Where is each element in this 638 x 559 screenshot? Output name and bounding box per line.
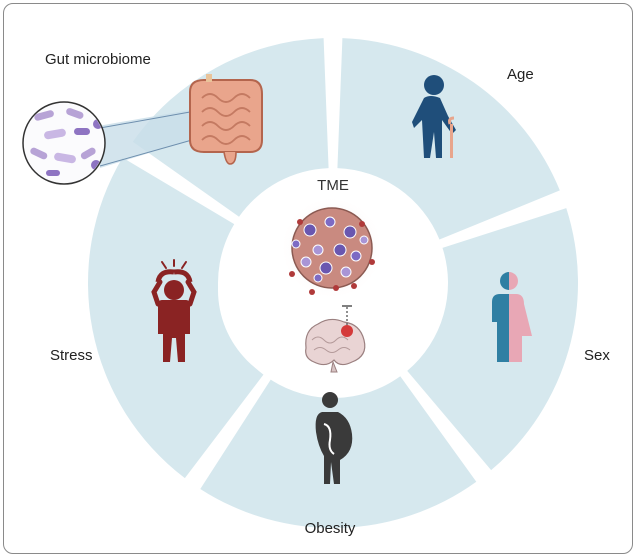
elderly-person-icon xyxy=(412,75,456,158)
ring-segment-sex xyxy=(407,208,579,471)
tumor-cell xyxy=(291,239,301,249)
tumor-cell xyxy=(359,235,369,245)
factor-label-sex: Sex xyxy=(584,347,610,364)
factor-label-age: Age xyxy=(507,66,534,83)
tumor-cell xyxy=(313,273,323,283)
stressed-person-icon xyxy=(151,259,197,362)
male-female-icon xyxy=(492,272,532,362)
tumor-cell xyxy=(333,243,347,257)
factor-label-stress: Stress xyxy=(50,347,93,364)
tumor-cell xyxy=(343,225,357,239)
brain-icon xyxy=(305,305,366,373)
center-label: TME xyxy=(317,177,349,194)
tumor-cell xyxy=(350,250,362,262)
tumor-cell xyxy=(340,266,352,278)
tumor-cell xyxy=(319,261,333,275)
tumor-dot xyxy=(297,219,303,225)
factor-label-obesity: Obesity xyxy=(305,520,356,537)
tumor-cell xyxy=(324,216,336,228)
tumor-cell xyxy=(312,244,324,256)
tumor-dot xyxy=(351,283,357,289)
factor-label-gut-microbiome: Gut microbiome xyxy=(45,51,151,68)
intestine-icon xyxy=(98,74,263,168)
tumor-cell xyxy=(300,256,312,268)
tumor-cell xyxy=(303,223,317,237)
tumor-icon xyxy=(280,196,384,300)
obese-person-icon xyxy=(315,392,353,484)
bacteria-magnifier-icon xyxy=(22,101,106,185)
tumor-dot xyxy=(333,285,339,291)
tumor-dot xyxy=(359,221,365,227)
ring-segment-age xyxy=(337,38,560,240)
tumor-dot xyxy=(289,271,295,277)
tumor-dot xyxy=(369,259,375,265)
tumor-dot xyxy=(309,289,315,295)
